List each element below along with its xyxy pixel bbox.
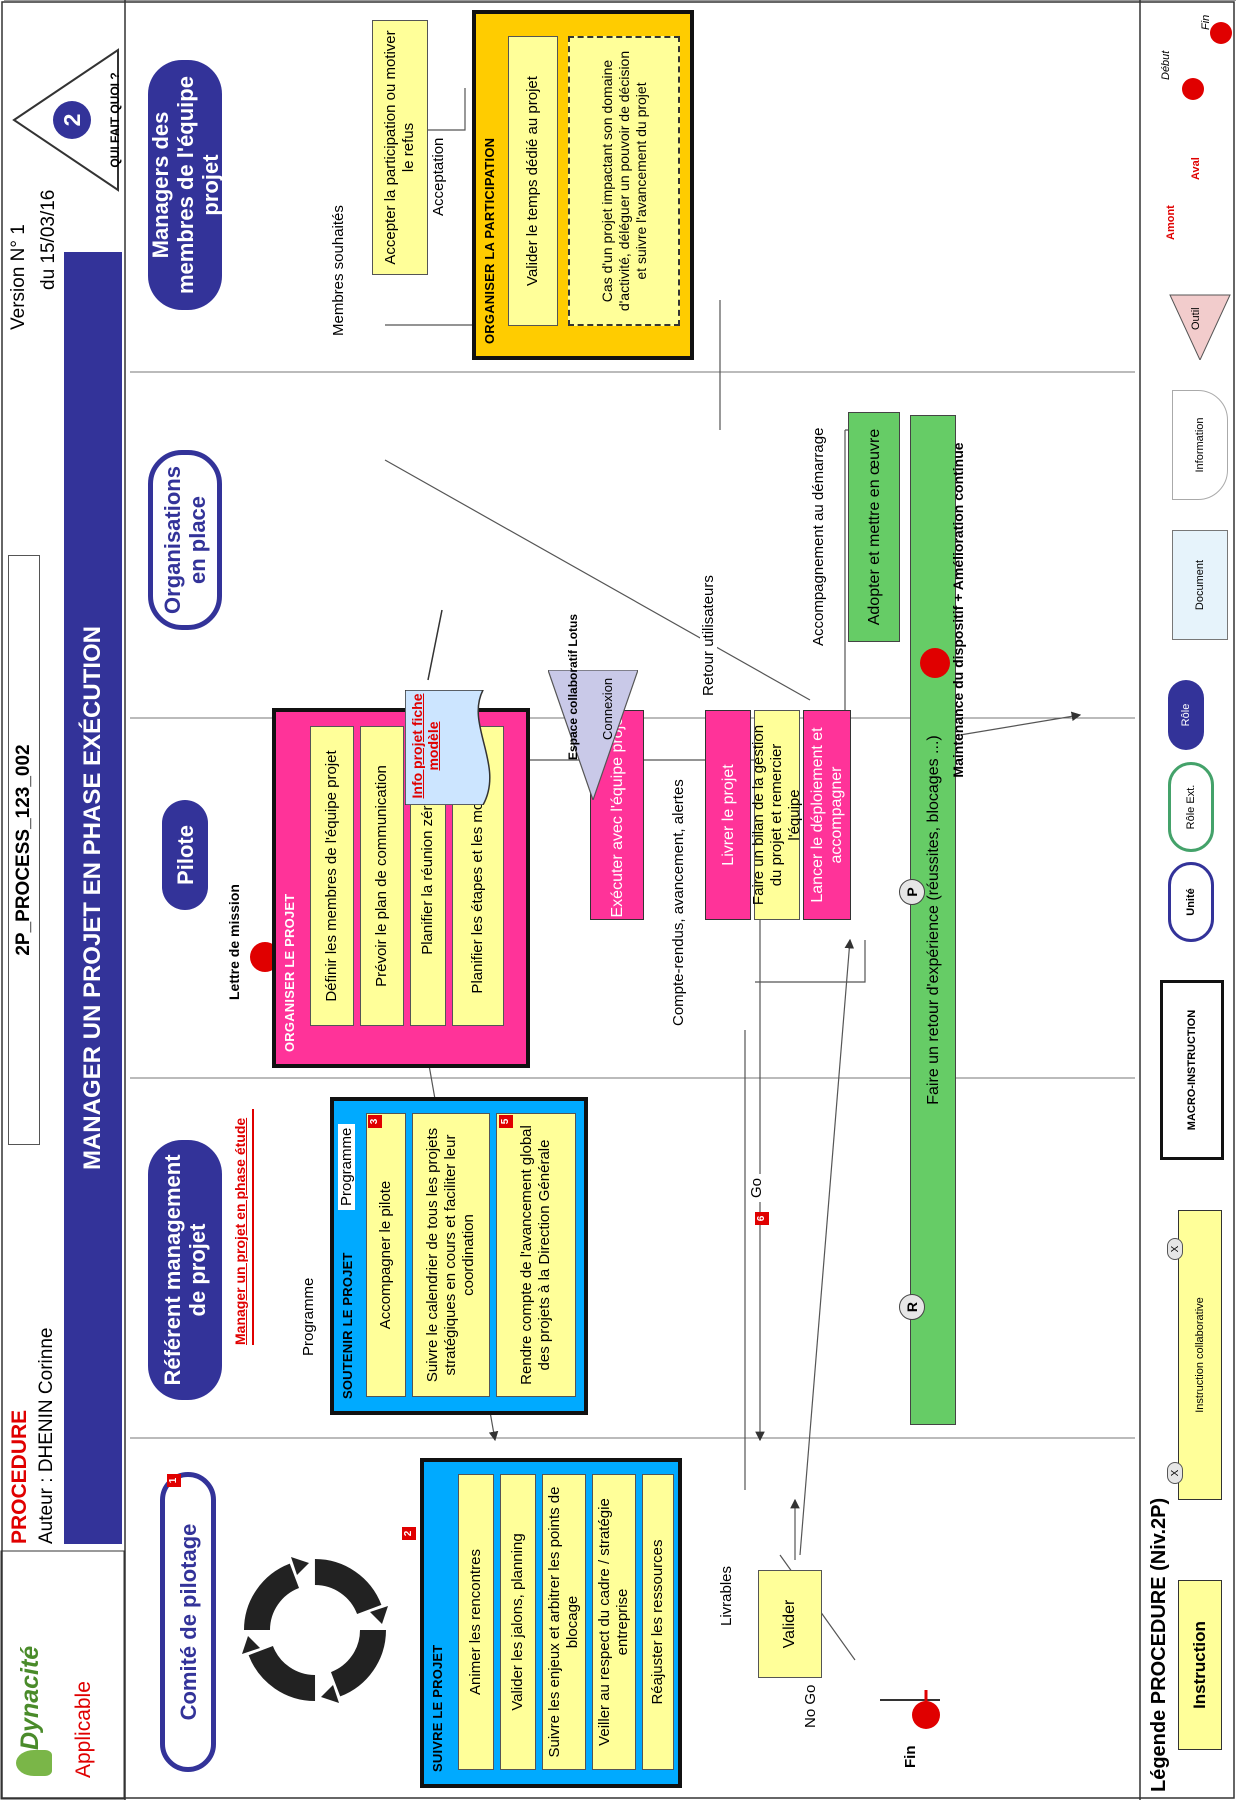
link-underline bbox=[252, 1109, 254, 1345]
legend-role: Rôle bbox=[1168, 680, 1204, 750]
process-code: 2P_PROCESS_123_002 bbox=[8, 555, 40, 1145]
lane-header-referent: Référent management de projet bbox=[148, 1140, 222, 1400]
tool-shape bbox=[547, 669, 639, 802]
tool-sublabel: Connexion bbox=[600, 677, 615, 740]
flow-go: Go bbox=[748, 1173, 765, 1202]
legend-title: Légende PROCEDURE (Niv.2P) bbox=[1148, 1497, 1170, 1792]
legend-role-ext: Rôle Ext. bbox=[1168, 762, 1214, 852]
legend-end-icon bbox=[1210, 22, 1232, 44]
task-suivre-enjeux: Suivre les enjeux et arbitrer les points… bbox=[542, 1474, 586, 1770]
tool-triangle-icon bbox=[547, 669, 639, 802]
task-accompagner-pilote: Accompagner le pilote bbox=[366, 1113, 406, 1397]
legend-unit: Unité bbox=[1168, 862, 1214, 942]
lane-header-managers: Managers des membres de l'équipe projet bbox=[148, 60, 223, 310]
group-soutenir-le-projet: SOUTENIR LE PROJET Accompagner le pilote… bbox=[330, 1097, 588, 1415]
end-icon-organisations bbox=[920, 648, 950, 678]
task-definir-membres: Définir les membres de l'équipe projet bbox=[310, 726, 354, 1026]
version: Version N° 1 bbox=[8, 224, 29, 330]
group-suivre-le-projet: SUIVRE LE PROJET Animer les rencontres V… bbox=[420, 1458, 682, 1788]
link-info-projet[interactable]: Info projet fiche modèle bbox=[409, 693, 441, 799]
document-shape bbox=[404, 689, 505, 806]
lane-badge-comite: 1 bbox=[167, 1474, 181, 1487]
lane-header-comite: Comité de pilotage bbox=[160, 1472, 216, 1772]
flow-programme-b: Programme bbox=[338, 1123, 355, 1210]
status-label: Applicable bbox=[72, 1681, 95, 1778]
legend-collab: Instruction collaborative bbox=[1178, 1210, 1222, 1500]
group-title: ORGANISER LE PROJET bbox=[282, 893, 297, 1052]
badge-5: 5 bbox=[499, 1115, 513, 1128]
task-accepter-participation: Accepter la participation ou motiver le … bbox=[372, 20, 428, 275]
flow-membres-souhaites: Membres souhaités bbox=[330, 201, 347, 340]
legend-tool-icon bbox=[1169, 294, 1231, 362]
legend-collab-mark-2: X bbox=[1167, 1238, 1183, 1260]
doc-type: PROCEDURE bbox=[8, 1409, 31, 1544]
task-suivre-calendrier: Suivre le calendrier de tous les projets… bbox=[412, 1113, 490, 1397]
start-label: Lettre de mission bbox=[226, 884, 242, 1000]
legend-instruction: Instruction bbox=[1178, 1580, 1222, 1750]
lane-header-organisations: Organisations en place bbox=[148, 450, 222, 630]
flow-retour-utilisateurs: Retour utilisateurs bbox=[700, 571, 717, 700]
legend-tool: Outil bbox=[1190, 307, 1202, 330]
end-label: Fin bbox=[902, 1745, 919, 1769]
task-rendre-compte: Rendre compte de l'avancement global des… bbox=[496, 1113, 576, 1397]
task-valider-jalons: Valider les jalons, planning bbox=[500, 1474, 536, 1770]
group-title: SUIVRE LE PROJET bbox=[430, 1644, 445, 1772]
cycle-badge: 2 bbox=[402, 1527, 416, 1540]
lane-header-pilote: Pilote bbox=[162, 800, 208, 910]
task-valider-temps: Valider le temps dédié au projet bbox=[508, 36, 558, 326]
legend-collab-mark-1: X bbox=[1167, 1462, 1183, 1484]
task-adopter: Adopter et mettre en œuvre bbox=[848, 412, 900, 642]
task-plan-communication: Prévoir le plan de communication bbox=[360, 726, 404, 1026]
flow-accompagnement: Accompagnement au démarrage bbox=[810, 423, 827, 650]
legend-start: Début bbox=[1160, 50, 1172, 80]
author: Auteur : DHENIN Corinne bbox=[36, 1327, 57, 1544]
flow-compte-rendus: Compte-rendus, avancement, alertes bbox=[670, 775, 687, 1030]
logo-text: Dynacité bbox=[16, 1645, 44, 1750]
task-animer: Animer les rencontres bbox=[458, 1474, 494, 1770]
task-reajuster: Réajuster les ressources bbox=[642, 1474, 674, 1770]
group-organiser-participation: ORGANISER LA PARTICIPATION Valider le te… bbox=[472, 10, 694, 360]
legend-downstream: Aval bbox=[1190, 157, 1202, 180]
flow-acceptation: Acceptation bbox=[430, 133, 447, 220]
who-does-what-badge: 2 QUI FAIT QUOI ? bbox=[6, 40, 124, 200]
legend-information: Information bbox=[1172, 390, 1228, 500]
badge-6: 6 bbox=[755, 1212, 769, 1225]
end-marker bbox=[880, 1680, 960, 1740]
task-deleguer: Cas d'un projet impactant son domaine d'… bbox=[568, 36, 680, 326]
legend-macro: MACRO-INSTRUCTION bbox=[1160, 980, 1224, 1160]
task-bilan: Faire un bilan de la gestion du projet e… bbox=[750, 710, 803, 920]
legend-upstream: Amont bbox=[1165, 205, 1177, 240]
group-title: SOUTENIR LE PROJET bbox=[340, 1252, 355, 1399]
legend-start-icon bbox=[1182, 78, 1204, 100]
who-label: QUI FAIT QUOI ? bbox=[108, 72, 122, 168]
tool-label: Espace collaboratif Lotus bbox=[566, 613, 580, 760]
task-valider: Valider bbox=[758, 1570, 822, 1678]
revision-date: du 15/03/16 bbox=[38, 189, 59, 290]
flow-livrables: Livrables bbox=[718, 1561, 735, 1630]
legend-tool-shape bbox=[1165, 290, 1235, 362]
task-livrer: Livrer le projet bbox=[705, 710, 751, 920]
triangle-icon bbox=[12, 48, 119, 192]
ref-letter-r: R bbox=[899, 1294, 925, 1320]
badge-3: 3 bbox=[368, 1115, 382, 1128]
end-icon bbox=[880, 1690, 940, 1729]
document-icon bbox=[404, 689, 491, 806]
page-title: MANAGER UN PROJET EN PHASE EXÉCUTION bbox=[64, 252, 122, 1544]
logo: Dynacité bbox=[6, 1554, 64, 1794]
who-number: 2 bbox=[58, 113, 85, 127]
ref-letter-p: P bbox=[899, 879, 925, 905]
logo-leaf-icon bbox=[16, 1750, 52, 1776]
legend-document: Document bbox=[1172, 530, 1228, 640]
flow-programme-a: Programme bbox=[300, 1273, 317, 1360]
group-title: ORGANISER LA PARTICIPATION bbox=[482, 137, 497, 344]
cycle-icon bbox=[235, 1550, 395, 1710]
task-lancer-deploiement: Lancer le déploiement et accompagner bbox=[803, 710, 851, 920]
task-veiller-cadre: Veiller au respect du cadre / stratégie … bbox=[592, 1474, 636, 1770]
end-label-organisations: Maintenance du dispositif + Amélioration… bbox=[950, 442, 966, 778]
flow-no-go: No Go bbox=[802, 1680, 819, 1732]
link-phase-etude[interactable]: Manager un projet en phase étude bbox=[232, 1117, 248, 1345]
